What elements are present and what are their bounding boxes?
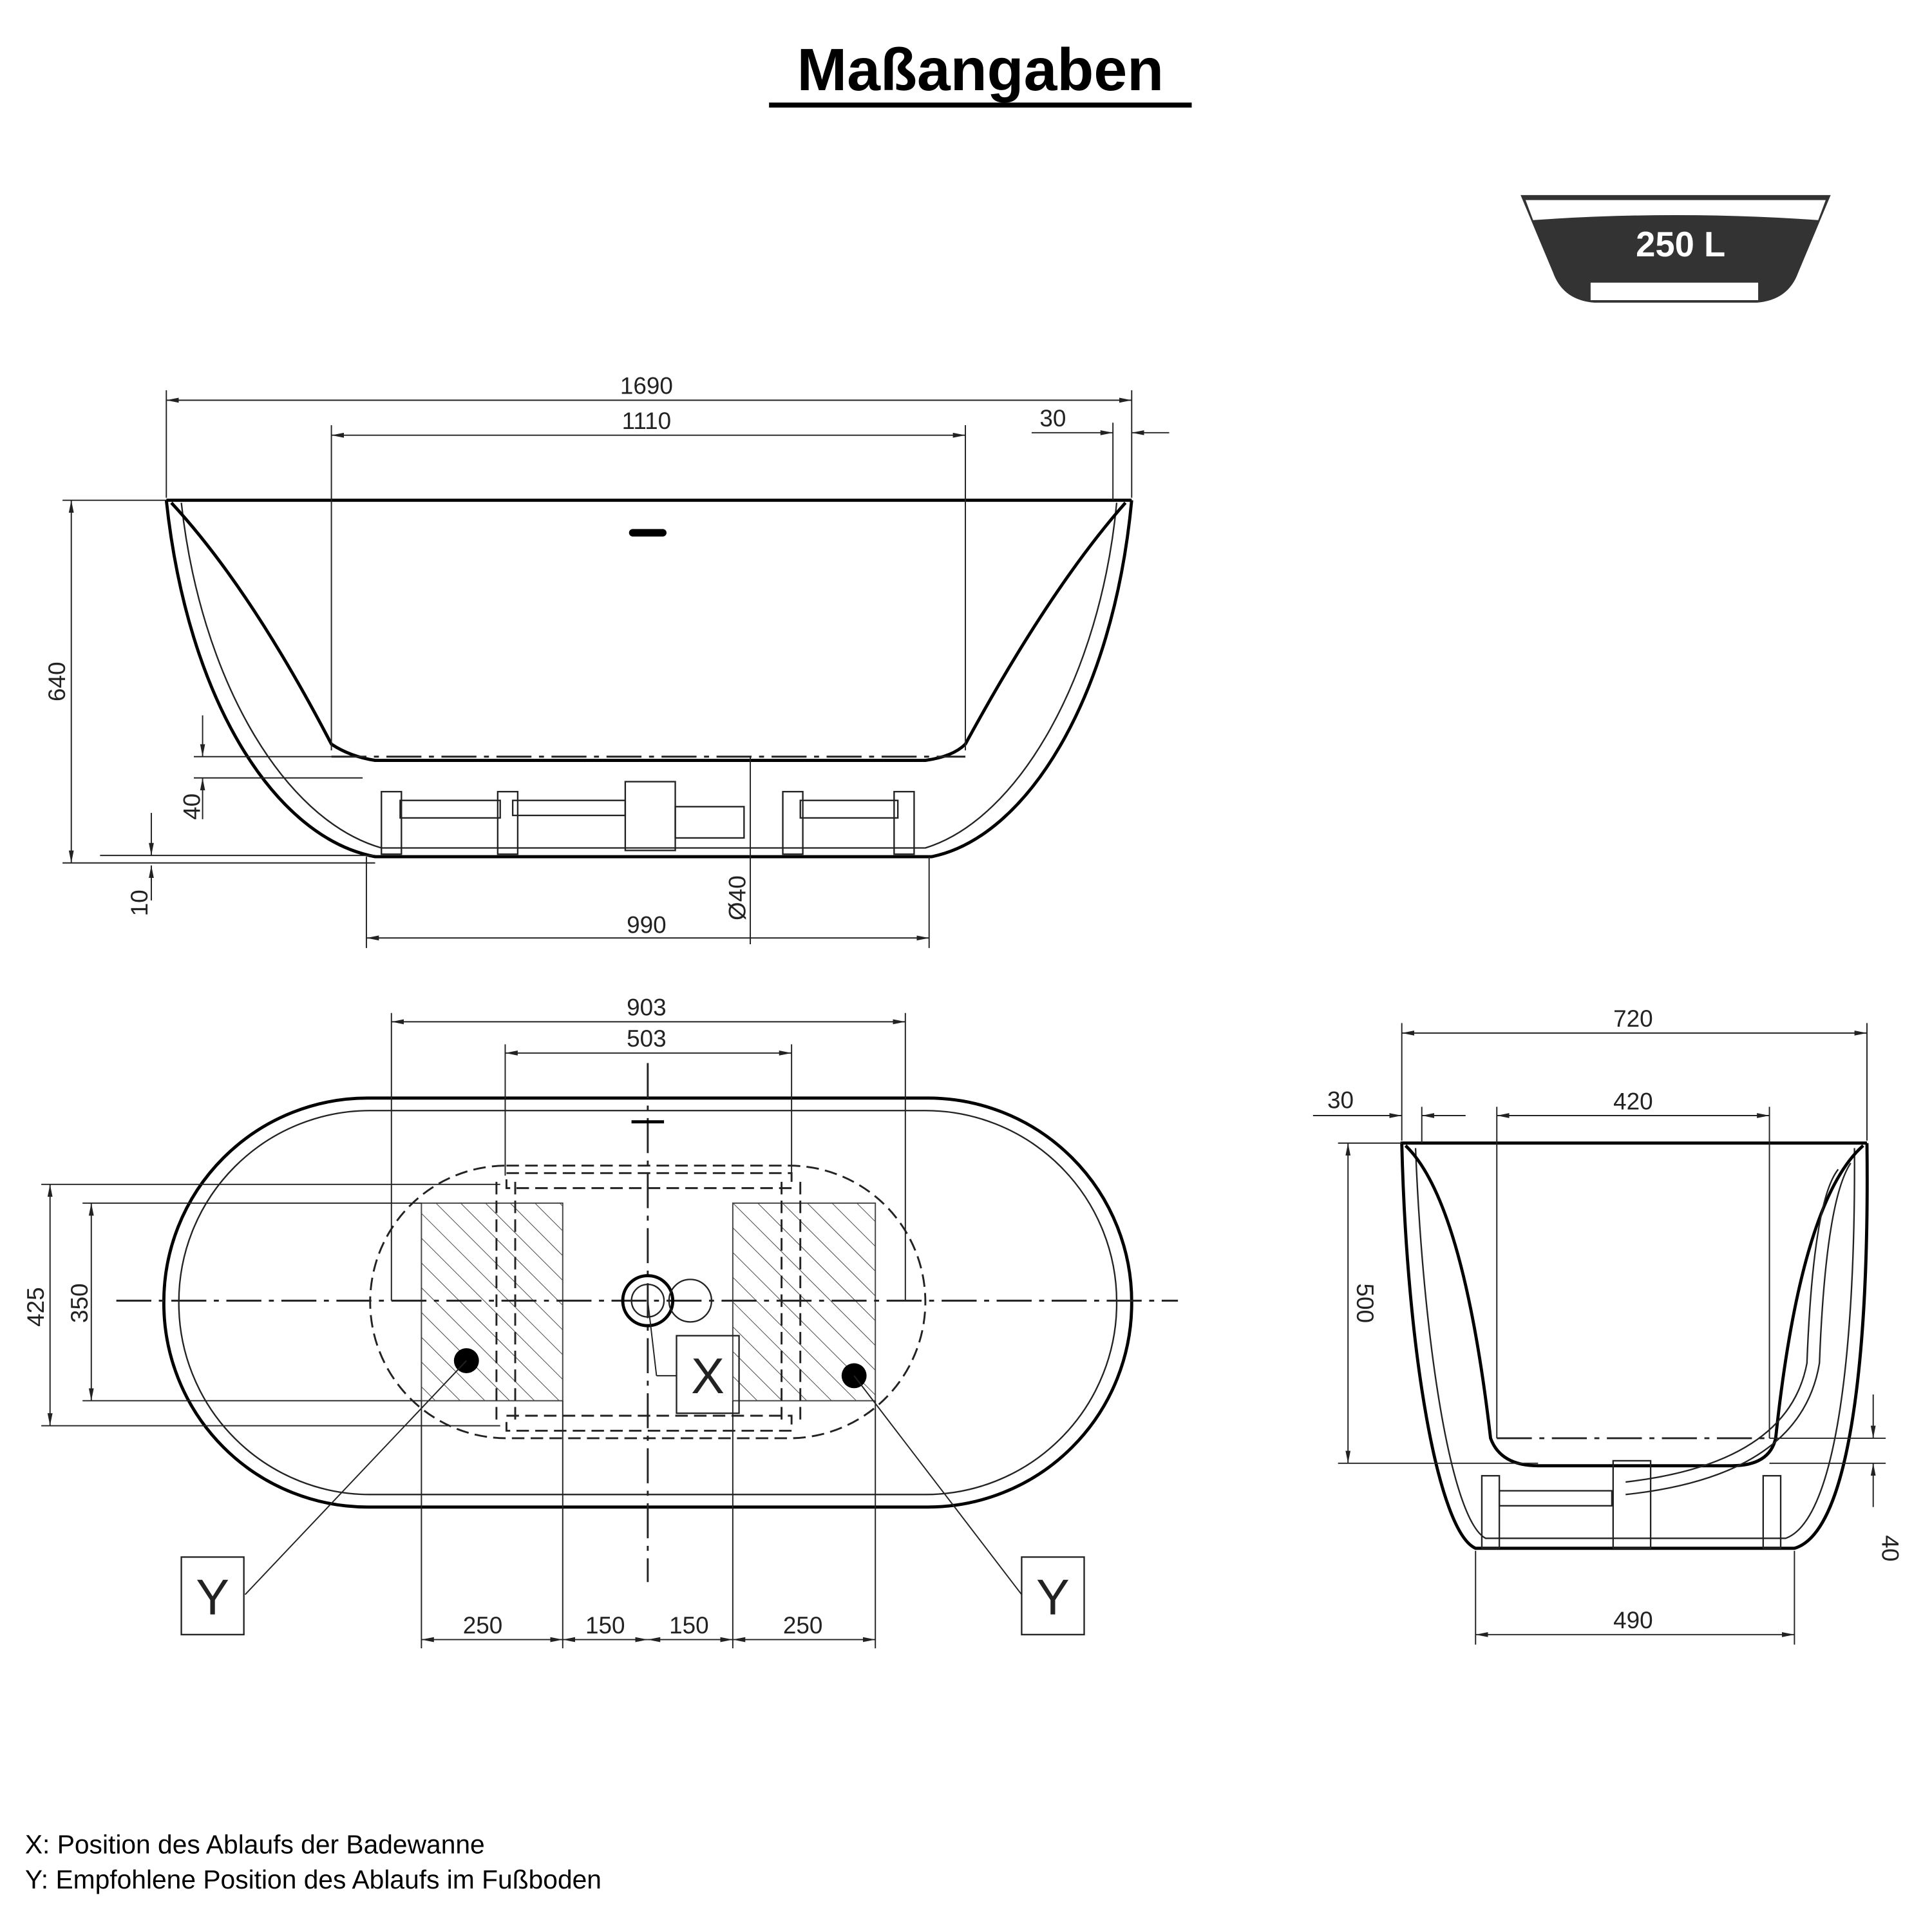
- legend-x: X: Position des Ablaufs der Badewanne: [25, 1830, 485, 1860]
- dim-903: 903: [627, 994, 667, 1021]
- dim-150-right: 150: [669, 1612, 709, 1639]
- dim-250-left: 250: [463, 1612, 503, 1639]
- label-y-right: Y: [1036, 1570, 1070, 1626]
- dim-350: 350: [66, 1283, 93, 1323]
- dim-drain-diameter: Ø40: [724, 875, 750, 920]
- legend-y: Y: Empfohlene Position des Ablaufs im Fu…: [25, 1865, 601, 1894]
- dim-990: 990: [627, 912, 667, 938]
- capacity-label: 250 L: [1636, 225, 1725, 264]
- dim-420: 420: [1613, 1088, 1653, 1114]
- dim-500: 500: [1352, 1283, 1378, 1323]
- bathtub-capacity-icon: 250 L: [1520, 195, 1831, 303]
- dim-250-right: 250: [783, 1612, 823, 1639]
- label-x: X: [691, 1349, 724, 1404]
- dim-40-end: 40: [1877, 1535, 1903, 1561]
- dim-720: 720: [1613, 1005, 1653, 1032]
- dim-503: 503: [627, 1025, 667, 1052]
- dim-640: 640: [44, 661, 70, 701]
- label-y-left: Y: [196, 1570, 229, 1626]
- dim-40-side: 40: [179, 794, 205, 820]
- dim-1110: 1110: [622, 408, 672, 434]
- top-view: X Y Y 903 503 425 350 250 150 150 250: [23, 994, 1179, 1649]
- dim-10: 10: [126, 889, 153, 916]
- dim-30: 30: [1039, 405, 1066, 432]
- dim-425: 425: [23, 1287, 49, 1327]
- dim-1690: 1690: [620, 373, 673, 399]
- end-view: 720 30 420 500 40 490: [1312, 1005, 1903, 1645]
- dim-150-left: 150: [585, 1612, 625, 1639]
- side-view: 1690 1110 30 640 40 10 990 Ø40: [44, 373, 1170, 948]
- page-title: Maßangaben: [797, 36, 1164, 103]
- dim-490: 490: [1613, 1607, 1653, 1633]
- dim-30-end: 30: [1327, 1087, 1354, 1113]
